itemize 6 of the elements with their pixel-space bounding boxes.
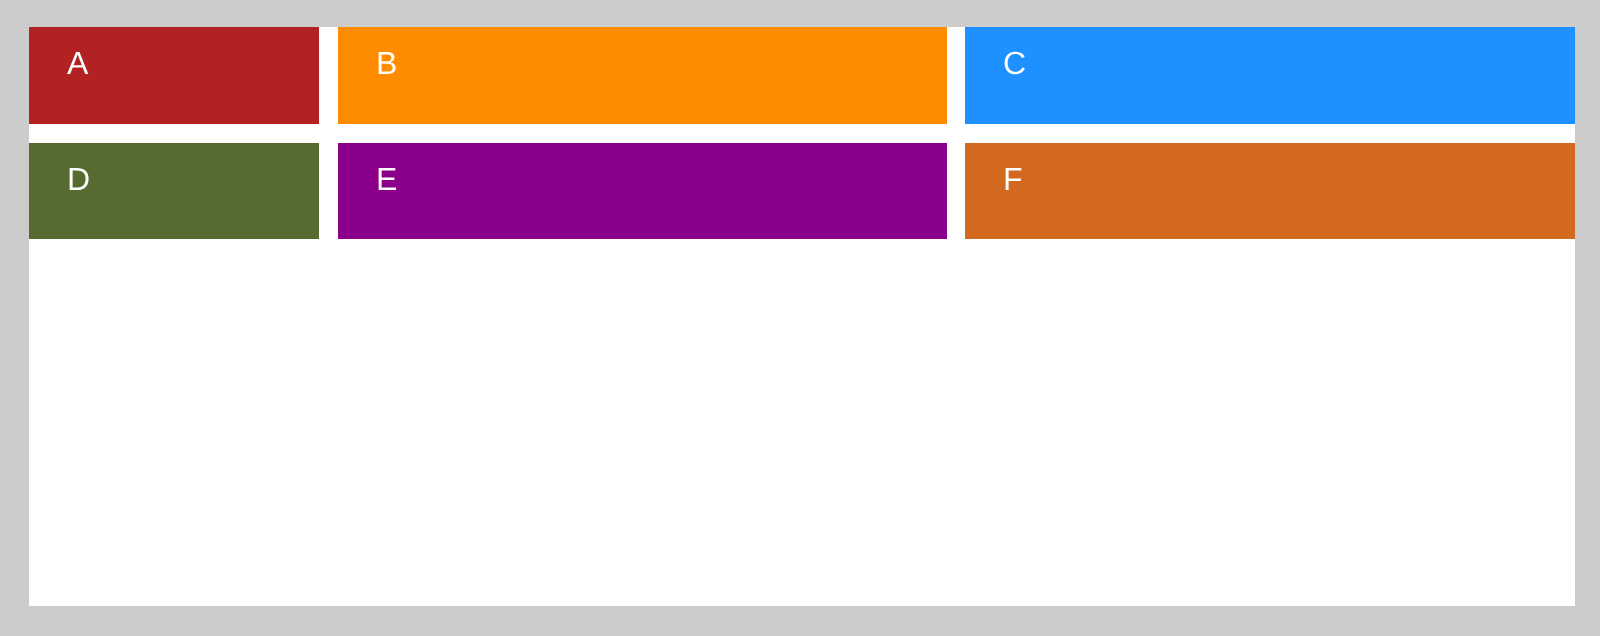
grid-cell: D: [29, 143, 319, 239]
grid-cell: E: [338, 143, 947, 239]
grid-cell: F: [965, 143, 1575, 239]
grid-cell: C: [965, 27, 1575, 124]
grid-cell: B: [338, 27, 947, 124]
grid-cell: A: [29, 27, 319, 124]
